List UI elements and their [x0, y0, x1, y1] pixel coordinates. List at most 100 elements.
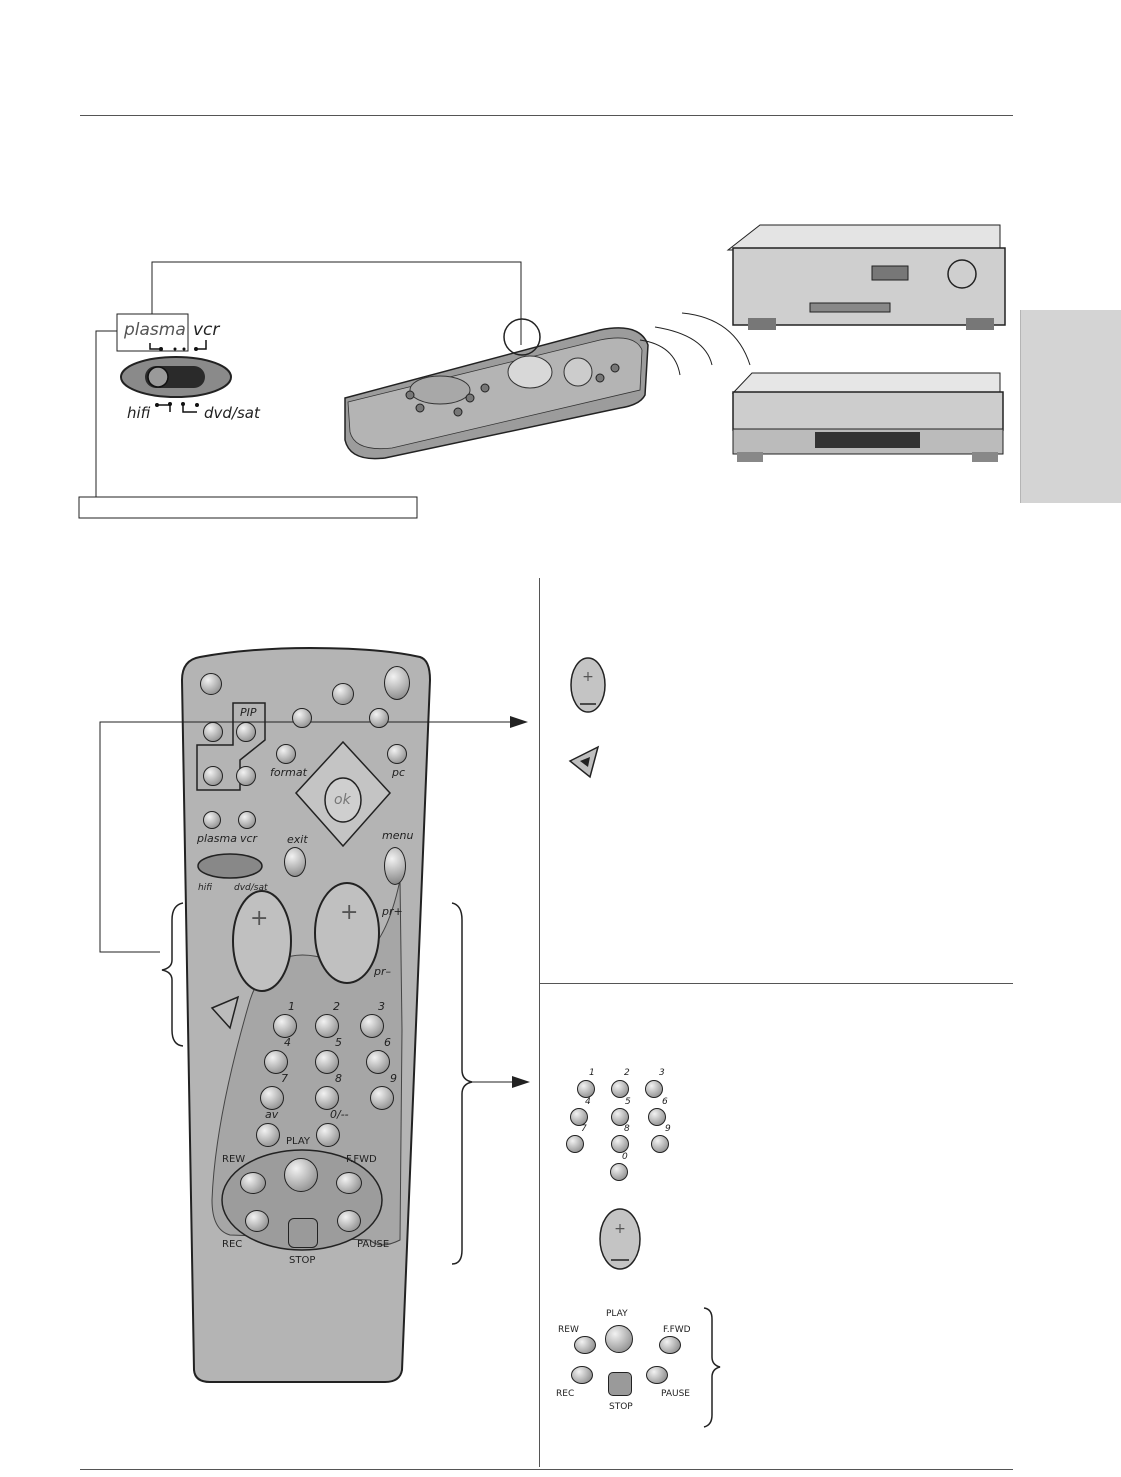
- remote-stop-label: STOP: [289, 1255, 316, 1266]
- keypad-digit-9[interactable]: [651, 1135, 669, 1153]
- pc-button[interactable]: [387, 744, 407, 764]
- dvd-device: [731, 372, 1004, 462]
- selector-dvdsat-label: dvd/sat: [204, 404, 260, 422]
- remote-pr-plus-label: pr+: [382, 905, 403, 918]
- keypad-digit-3[interactable]: [645, 1080, 663, 1098]
- remote-digit-3-label: 3: [378, 1000, 385, 1013]
- remote-format-label: format: [270, 766, 307, 779]
- remote-rew-button[interactable]: [240, 1172, 266, 1194]
- keypad-digit-8[interactable]: [611, 1135, 629, 1153]
- keypad-digit-7-label: 7: [581, 1124, 587, 1134]
- keypad-digit-7[interactable]: [566, 1135, 584, 1153]
- remote-illustration: [99, 646, 530, 1383]
- format-button[interactable]: [276, 744, 296, 764]
- remote-pc-label: pc: [392, 766, 406, 779]
- remote-digit-3[interactable]: [360, 1014, 384, 1038]
- remote-digit-5[interactable]: [315, 1050, 339, 1074]
- remote-digit-7[interactable]: [260, 1086, 284, 1110]
- keypad-digit-1[interactable]: [577, 1080, 595, 1098]
- power-button[interactable]: [384, 666, 410, 700]
- plasma-button[interactable]: [203, 811, 221, 829]
- remote-exit-label: exit: [287, 833, 308, 846]
- keypad-digit-6[interactable]: [648, 1108, 666, 1126]
- transport-rew-label: REW: [558, 1325, 579, 1335]
- pip-button-3[interactable]: [203, 766, 223, 786]
- remote-rew-label: REW: [222, 1154, 246, 1165]
- remote-digit-8-label: 8: [335, 1072, 342, 1085]
- column-divider: [539, 578, 540, 1467]
- keypad-digit-1-label: 1: [589, 1068, 595, 1078]
- remote-digit-4-label: 4: [284, 1036, 291, 1049]
- remote-digit-9-label: 9: [390, 1072, 397, 1085]
- remote-digit-8[interactable]: [315, 1086, 339, 1110]
- transport-play-label: PLAY: [606, 1309, 628, 1319]
- section-divider: [540, 983, 1013, 984]
- transport-ffwd-label: F.FWD: [663, 1325, 691, 1335]
- remote-digit-1-label: 1: [288, 1000, 295, 1013]
- keypad-digit-4-label: 4: [585, 1097, 591, 1107]
- keypad-digit-6-label: 6: [662, 1097, 668, 1107]
- remote-stop-button[interactable]: [288, 1218, 318, 1248]
- transport-ffwd-button[interactable]: [659, 1336, 681, 1354]
- remote-zero-button[interactable]: [316, 1123, 340, 1147]
- remote-menu-label: menu: [382, 829, 414, 842]
- vcr-button[interactable]: [238, 811, 256, 829]
- remote-rec-button[interactable]: [245, 1210, 269, 1232]
- transport-rec-button[interactable]: [571, 1366, 593, 1384]
- pip-button-2[interactable]: [236, 722, 256, 742]
- keypad-digit-0-label: 0: [622, 1152, 628, 1162]
- remote-rec-label: REC: [222, 1239, 243, 1250]
- pip-zoom-button[interactable]: [236, 766, 256, 786]
- remote-ok-label[interactable]: ok: [334, 792, 351, 808]
- remote-hifi-label: hifi: [198, 883, 213, 893]
- svg-text:+: +: [614, 1221, 626, 1237]
- remote-digit-5-label: 5: [335, 1036, 342, 1049]
- transport-play-button[interactable]: [605, 1325, 633, 1353]
- transport-stop-label: STOP: [609, 1402, 633, 1412]
- remote-digit-6-label: 6: [384, 1036, 391, 1049]
- keypad-digit-0[interactable]: [610, 1163, 628, 1181]
- remote-ffwd-button[interactable]: [336, 1172, 362, 1194]
- transport-stop-button[interactable]: [608, 1372, 632, 1396]
- remote-digit-9[interactable]: [370, 1086, 394, 1110]
- top-rule: [80, 115, 1013, 116]
- keypad-digit-4[interactable]: [570, 1108, 588, 1126]
- remote-play-button[interactable]: [284, 1158, 318, 1192]
- light-button[interactable]: [200, 673, 222, 695]
- screen-button[interactable]: [332, 683, 354, 705]
- remote-pr-minus-label: pr–: [374, 965, 392, 978]
- remote-dvdsat-label: dvd/sat: [234, 883, 268, 893]
- exit-button[interactable]: [284, 847, 306, 877]
- menu-button[interactable]: [384, 847, 406, 885]
- pip-button-1[interactable]: [203, 722, 223, 742]
- keypad-digit-2[interactable]: [611, 1080, 629, 1098]
- remote-digit-1[interactable]: [273, 1014, 297, 1038]
- remote-pause-label: PAUSE: [357, 1239, 390, 1250]
- transport-bracket: [703, 1307, 721, 1428]
- selector-vcr-label: vcr: [193, 320, 220, 340]
- remote-digit-7-label: 7: [281, 1072, 288, 1085]
- keypad-digit-5-label: 5: [625, 1097, 631, 1107]
- remote-vcr-label: vcr: [240, 832, 258, 845]
- timer-button[interactable]: [369, 708, 389, 728]
- hifi-device: [726, 224, 1006, 330]
- remote-zero-label: 0/--: [330, 1108, 349, 1121]
- angled-remote: [344, 318, 649, 460]
- keypad-digit-2-label: 2: [624, 1068, 630, 1078]
- svg-text:+: +: [582, 669, 594, 685]
- transport-rew-button[interactable]: [574, 1336, 596, 1354]
- transport-pause-button[interactable]: [646, 1366, 668, 1384]
- program-up-icon: +: [340, 900, 359, 925]
- remote-digit-6[interactable]: [366, 1050, 390, 1074]
- keypad-digit-5[interactable]: [611, 1108, 629, 1126]
- sound-button[interactable]: [292, 708, 312, 728]
- remote-digit-4[interactable]: [264, 1050, 288, 1074]
- transport-pause-label: PAUSE: [661, 1389, 690, 1399]
- volume-oval-icon: +: [570, 657, 606, 713]
- remote-pause-button[interactable]: [337, 1210, 361, 1232]
- remote-ffwd-label: F.FWD: [346, 1154, 377, 1165]
- keypad-digit-9-label: 9: [665, 1124, 671, 1134]
- remote-digit-2[interactable]: [315, 1014, 339, 1038]
- program-oval-icon: +: [599, 1208, 641, 1270]
- remote-av-button[interactable]: [256, 1123, 280, 1147]
